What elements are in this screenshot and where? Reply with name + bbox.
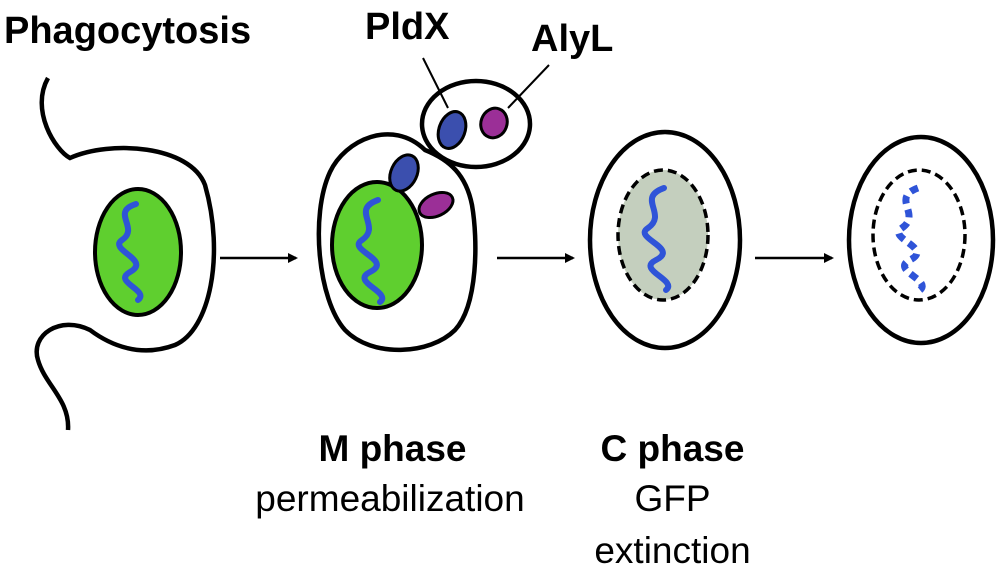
stage-degraded <box>846 134 996 346</box>
dna-coil <box>641 185 672 293</box>
alyl-label: AlyL <box>531 18 614 60</box>
stage-m-phase <box>316 57 550 353</box>
phagosome <box>846 134 996 346</box>
pldx-protein <box>388 153 420 193</box>
c-phase-description-line2: extinction <box>594 530 751 571</box>
empty-bacterium-outline <box>871 168 967 302</box>
gfp-bacterium <box>93 187 183 317</box>
alyl-leader-line <box>507 64 550 109</box>
alyl-protein <box>417 190 455 220</box>
pldx-vesicle <box>419 78 533 170</box>
gfp-bacterium <box>330 180 424 310</box>
m-phase-title: M phase <box>318 428 467 469</box>
phagocytosis-label: Phagocytosis <box>4 10 252 52</box>
fragmented-dna <box>895 184 926 293</box>
stage-phagocytosis <box>34 76 217 431</box>
dna-coil <box>116 201 144 303</box>
m-phase-description: permeabilization <box>255 478 525 519</box>
pldx-leader-line <box>422 57 449 109</box>
c-phase-title: C phase <box>600 428 745 469</box>
pldx-protein <box>436 110 468 150</box>
alyl-protein <box>479 106 509 140</box>
dna-coil <box>355 197 386 305</box>
wavy-membrane <box>34 76 217 431</box>
faded-bacterium <box>616 168 710 302</box>
pldx-label: PldX <box>365 6 450 48</box>
c-phase-description-line1: GFP <box>634 478 711 519</box>
stage-c-phase <box>587 129 743 351</box>
